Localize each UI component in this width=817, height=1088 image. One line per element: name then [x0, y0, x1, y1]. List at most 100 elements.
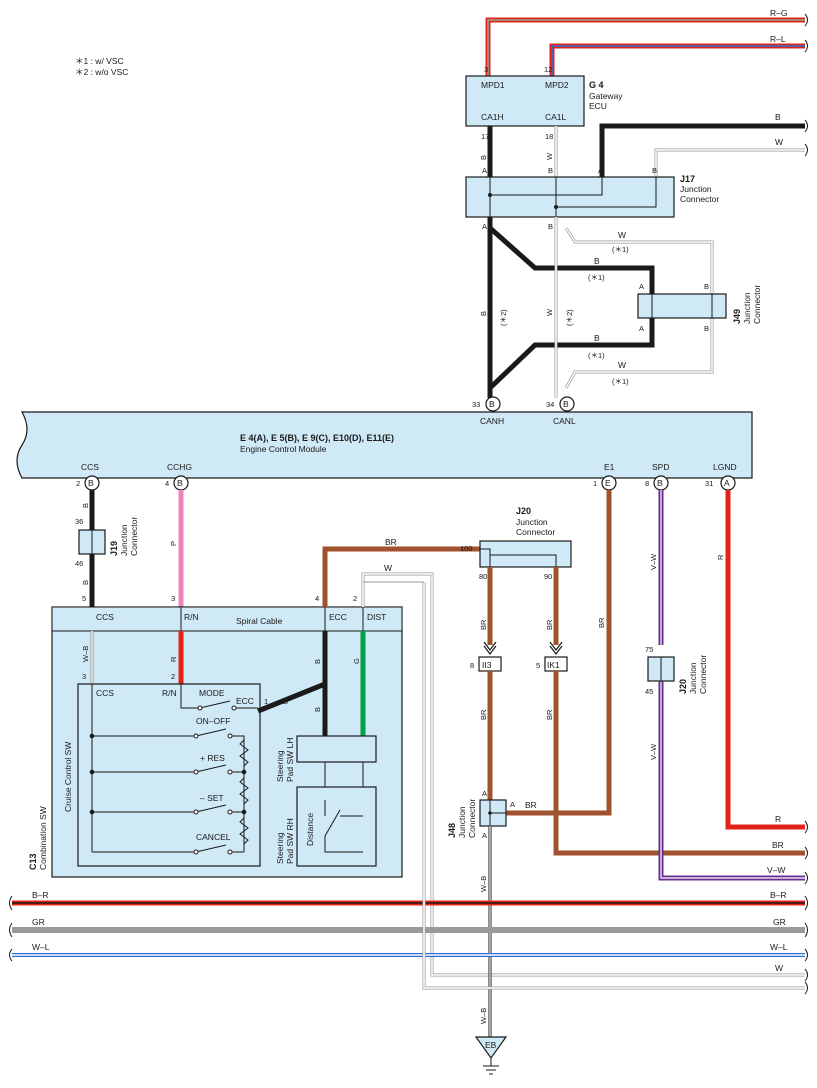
gateway-pin-12: 12: [544, 65, 552, 74]
j48-pin-a-top: A: [482, 789, 487, 798]
gateway-pin-3: 3: [484, 65, 488, 74]
c13-pin-5: 5: [82, 594, 86, 603]
wire-label-w-b-2: W–B: [479, 1008, 488, 1024]
wire-br-ecc: [322, 546, 480, 607]
cruise-control-sw-box: [77, 683, 261, 867]
steering-rh-name-1: Steering: [275, 832, 285, 864]
bus-label-b-r-right: B–R: [770, 890, 787, 900]
connector-ii3-pin: 8: [470, 661, 474, 670]
cruise-ecc: ECC: [236, 696, 254, 706]
wire-label-w-canl: W: [545, 308, 554, 316]
wire-w-right: [654, 148, 805, 177]
j17-pin-b-top-left: B: [548, 166, 553, 175]
steering-lh-name-2: Pad SW LH: [285, 738, 295, 782]
ecm-pin-33-letter: B: [489, 399, 495, 409]
wire-label-r-g: R–G: [770, 8, 787, 18]
ecm-e1: E1: [604, 462, 615, 472]
ground-eb-label: EB: [485, 1040, 497, 1050]
connector-ik1-pin: 5: [536, 661, 540, 670]
j48-name-2: Connector: [467, 799, 477, 838]
ecm-title: E 4(A), E 5(B), E 9(C), E10(D), E11(E): [240, 433, 394, 443]
steering-pad-lh-box: [296, 735, 377, 763]
distance-switch: [324, 800, 363, 853]
j19-pin-36: 36: [75, 517, 83, 526]
ecm-name: Engine Control Module: [240, 444, 327, 454]
wire-r-lgnd: [725, 490, 805, 830]
ground-eb: [474, 1036, 508, 1060]
steering-rh-distance: Distance: [305, 813, 315, 846]
cruise-ccs: CCS: [96, 688, 114, 698]
j20-top-box: [479, 540, 572, 568]
legend-note-1: ＊1 : w/ VSC: [75, 56, 124, 66]
wire-label-g: G: [352, 658, 361, 664]
j20-pin-80: 80: [479, 572, 487, 581]
ecm-lgnd: LGND: [713, 462, 737, 472]
wire-r-g: [485, 17, 805, 76]
ecm-pin-spd-num: 8: [645, 479, 649, 488]
ecm-canh: CANH: [480, 416, 504, 426]
ecm-cchg: CCHG: [167, 462, 192, 472]
wire-label-b-ccs-1: B: [81, 503, 90, 508]
wire-label-v-w-1: V–W: [649, 553, 658, 570]
j20-bottom-name-1: Junction: [688, 662, 698, 694]
ecm-ccs: CCS: [81, 462, 99, 472]
wire-label-w-dist: W: [384, 563, 392, 573]
c13-pin-2: 2: [353, 594, 357, 603]
ground-icon: [483, 1058, 499, 1075]
gateway-ca1l: CA1L: [545, 112, 567, 122]
wire-label-b-top: B: [775, 112, 781, 122]
ecm-pin-lgnd-letter: A: [724, 478, 730, 488]
j19-name-1: Junction: [119, 524, 129, 556]
cruise-switch-ladder: [89, 684, 258, 855]
wire-label-br-j48: BR: [525, 800, 537, 810]
j20-pin-75: 75: [645, 645, 653, 654]
wire-label-b-ccs-2: B: [81, 580, 90, 585]
j20-pin-45: 45: [645, 687, 653, 696]
wire-label-b-mode: B: [283, 697, 288, 706]
ecm-pin-34-num: 34: [546, 400, 554, 409]
wire-canh-to-j49-a: [488, 226, 655, 294]
ecm-pin-e1-letter: E: [605, 478, 611, 488]
j20-top-name-2: Connector: [516, 527, 555, 537]
note-star1-a: (＊1): [612, 245, 629, 254]
wire-label-br-right: BR: [772, 840, 784, 850]
c13-pin-2b: 2: [171, 672, 175, 681]
wire-label-r-lgnd: R: [716, 554, 725, 560]
legend-note-2: ＊2 : w/o VSC: [75, 67, 128, 77]
wire-label-b-canh: B: [479, 311, 488, 316]
j48-name-1: Junction: [457, 806, 467, 838]
gateway-pin-17: 17: [481, 132, 489, 141]
c13-pin-1: 1: [264, 697, 268, 706]
c13-ecc: ECC: [329, 612, 347, 622]
c13-ccs: CCS: [96, 612, 114, 622]
ecm-pin-cchg-num: 4: [165, 479, 169, 488]
cruise-rn: R/N: [162, 688, 177, 698]
j49-pin-a-bottom: A: [639, 324, 644, 333]
wire-label-b-1: B: [594, 256, 600, 266]
bus-label-w-l-left: W–L: [32, 942, 50, 952]
j19-pin-46: 46: [75, 559, 83, 568]
gateway-mpd1: MPD1: [481, 80, 505, 90]
j49-name-1: Junction: [742, 292, 752, 324]
bus-label-gr-right: GR: [773, 917, 786, 927]
wire-b-right: [599, 123, 805, 177]
steering-lh-name-1: Steering: [275, 750, 285, 782]
wire-label-w-1: W: [618, 230, 626, 240]
note-star1-c: (＊1): [588, 351, 605, 360]
wire-label-br-90: BR: [545, 619, 554, 630]
note-star1-b: (＊1): [588, 273, 605, 282]
wire-label-v-w-2: V–W: [649, 743, 658, 760]
cruise-on-off: ON–OFF: [196, 716, 230, 726]
note-star1-d: (＊1): [612, 377, 629, 386]
c13-spiral-cable: Spiral Cable: [236, 616, 283, 626]
j49-pin-b-top: B: [704, 282, 709, 291]
wire-label-b-2: B: [594, 333, 600, 343]
wire-label-br-e1: BR: [597, 617, 606, 628]
wire-label-w-gw: W: [545, 152, 554, 160]
connector-ii3-label: II3: [482, 660, 492, 670]
j17-id: J17: [680, 174, 695, 184]
gateway-name-1: Gateway: [589, 91, 623, 101]
wire-label-b-ecc-2: B: [313, 707, 322, 712]
j17-pin-a-top-right: A: [598, 166, 603, 175]
